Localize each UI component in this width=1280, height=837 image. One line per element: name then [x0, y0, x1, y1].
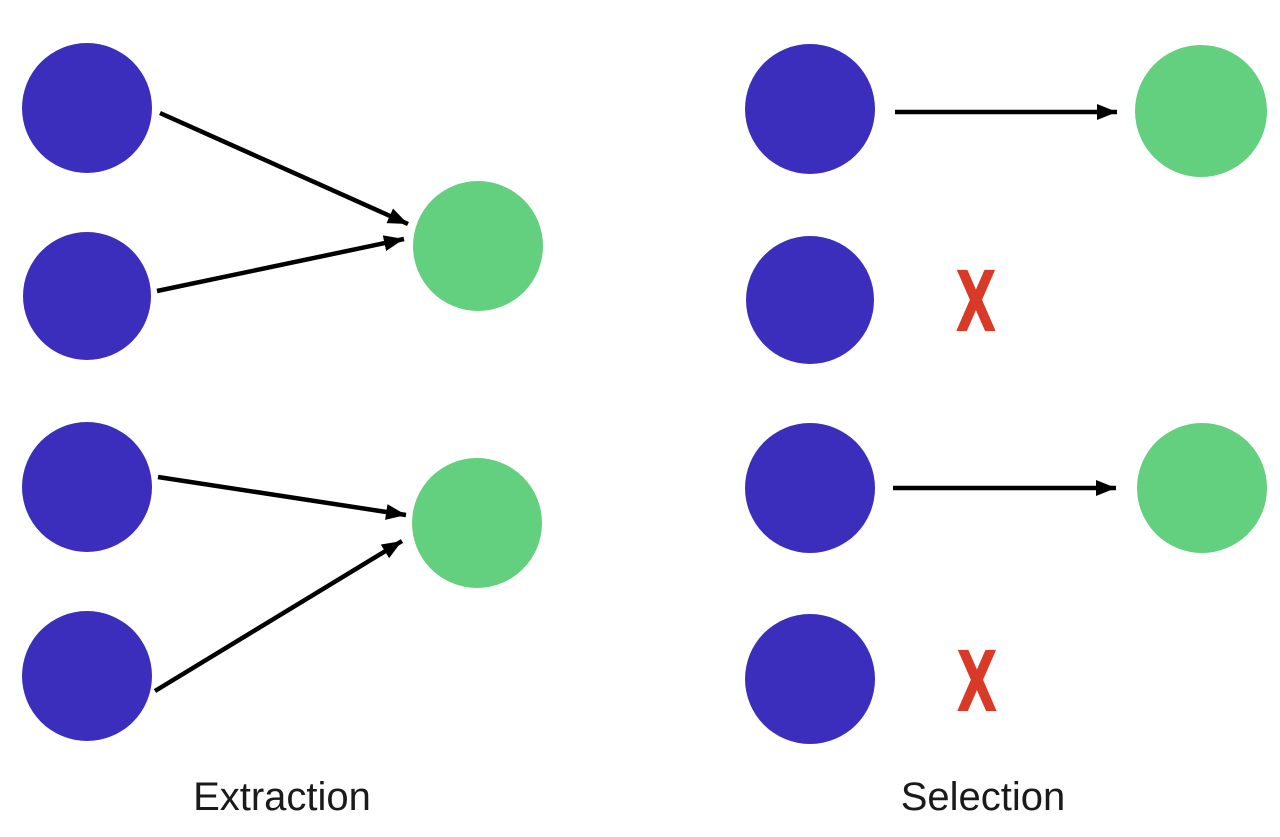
- input-node-ext-in-2: [23, 232, 151, 360]
- x-mark-glyph: X: [956, 634, 997, 732]
- output-node-ext-out-1: [413, 181, 543, 311]
- input-node-sel-in-3: [745, 423, 875, 553]
- extraction-caption: Extraction: [193, 775, 371, 819]
- panel-extraction: [22, 43, 543, 741]
- input-node-sel-in-4: [745, 614, 875, 744]
- rejected-x-mark: X: [955, 254, 996, 352]
- arrow-ext-in-4-to-ext-out-2: [153, 539, 404, 693]
- output-node-sel-out-2: [1137, 423, 1267, 553]
- input-node-ext-in-3: [22, 422, 152, 552]
- output-node-ext-out-2: [412, 458, 542, 588]
- panel-selection: XX: [745, 44, 1267, 744]
- selection-caption: Selection: [900, 775, 1066, 819]
- rejected-x-mark: X: [956, 634, 997, 732]
- x-mark-glyph: X: [955, 254, 996, 352]
- input-node-ext-in-4: [22, 611, 152, 741]
- input-node-sel-in-1: [745, 44, 875, 174]
- arrow-ext-in-1-to-ext-out-1: [159, 110, 409, 227]
- input-node-sel-in-2: [746, 236, 874, 364]
- arrow-ext-in-3-to-ext-out-2: [157, 474, 407, 520]
- arrow-ext-in-2-to-ext-out-1: [156, 235, 405, 294]
- output-node-sel-out-1: [1135, 45, 1267, 177]
- input-node-ext-in-1: [22, 43, 152, 173]
